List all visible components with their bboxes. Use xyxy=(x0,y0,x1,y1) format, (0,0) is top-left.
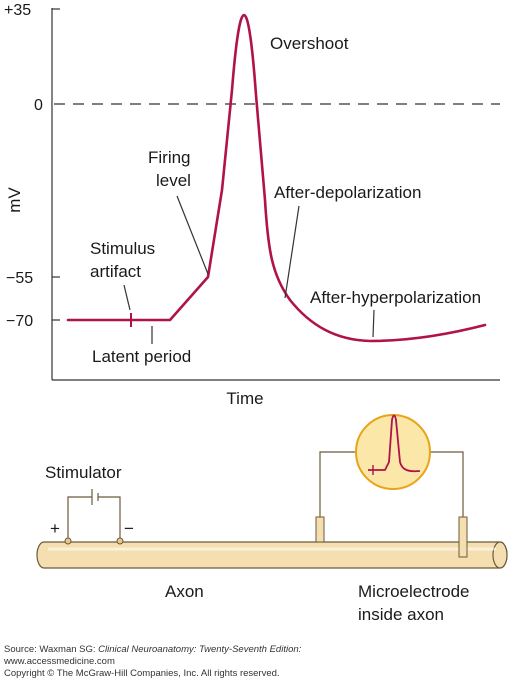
oscilloscope-trace xyxy=(368,414,421,473)
stimulus-artifact-leader xyxy=(123,284,131,311)
after-depolarization-leader xyxy=(284,205,300,299)
axon-end-cap xyxy=(492,541,508,569)
axon-label: Axon xyxy=(165,582,204,601)
recording-wires xyxy=(319,451,464,517)
stimulator-circuit xyxy=(67,489,121,541)
after-depolarization-label: After-depolarization xyxy=(274,183,421,202)
y-tick-minus55: −55 xyxy=(6,270,33,287)
microelectrode xyxy=(458,516,468,558)
y-tick-minus70: −70 xyxy=(6,313,33,330)
x-axis-label: Time xyxy=(226,389,263,408)
after-hyperpolarization-label: After-hyperpolarization xyxy=(310,288,481,307)
stimulus-artifact-label-line2: artifact xyxy=(90,262,141,281)
reference-electrode xyxy=(315,516,325,543)
positive-terminal-label: + xyxy=(50,519,60,538)
stimulator-electrode-positive xyxy=(64,537,72,545)
overshoot-label: Overshoot xyxy=(270,34,349,53)
oscilloscope xyxy=(355,414,431,490)
stimulus-artifact-label-line1: Stimulus xyxy=(90,239,155,258)
source-url: www.accessmedicine.com xyxy=(4,656,115,667)
negative-terminal-label: − xyxy=(124,519,134,538)
after-hyperpolarization-leader xyxy=(372,309,375,338)
axon xyxy=(36,541,508,569)
microelectrode-label-line1: Microelectrode xyxy=(358,582,470,601)
source-title: Clinical Neuroanatomy: Twenty-Seventh Ed… xyxy=(98,644,302,655)
stimulator-label: Stimulator xyxy=(45,463,122,482)
source-prefix: Source: Waxman SG: xyxy=(4,644,99,655)
y-tick-plus35: +35 xyxy=(4,2,31,19)
copyright-notice: Copyright © The McGraw-Hill Companies, I… xyxy=(4,668,280,679)
y-tick-zero: 0 xyxy=(34,97,43,114)
latent-period-label: Latent period xyxy=(92,347,191,366)
firing-level-label-line1: Firing xyxy=(148,148,191,167)
firing-level-leader xyxy=(176,195,209,275)
microelectrode-label-line2: inside axon xyxy=(358,605,444,624)
firing-level-label-line2: level xyxy=(156,171,191,190)
source-caption: Source: Waxman SG: Clinical Neuroanatomy… xyxy=(4,644,301,655)
action-potential-trace xyxy=(66,13,487,343)
y-axis-label: mV xyxy=(5,187,24,213)
stimulator-electrode-negative xyxy=(116,537,124,545)
